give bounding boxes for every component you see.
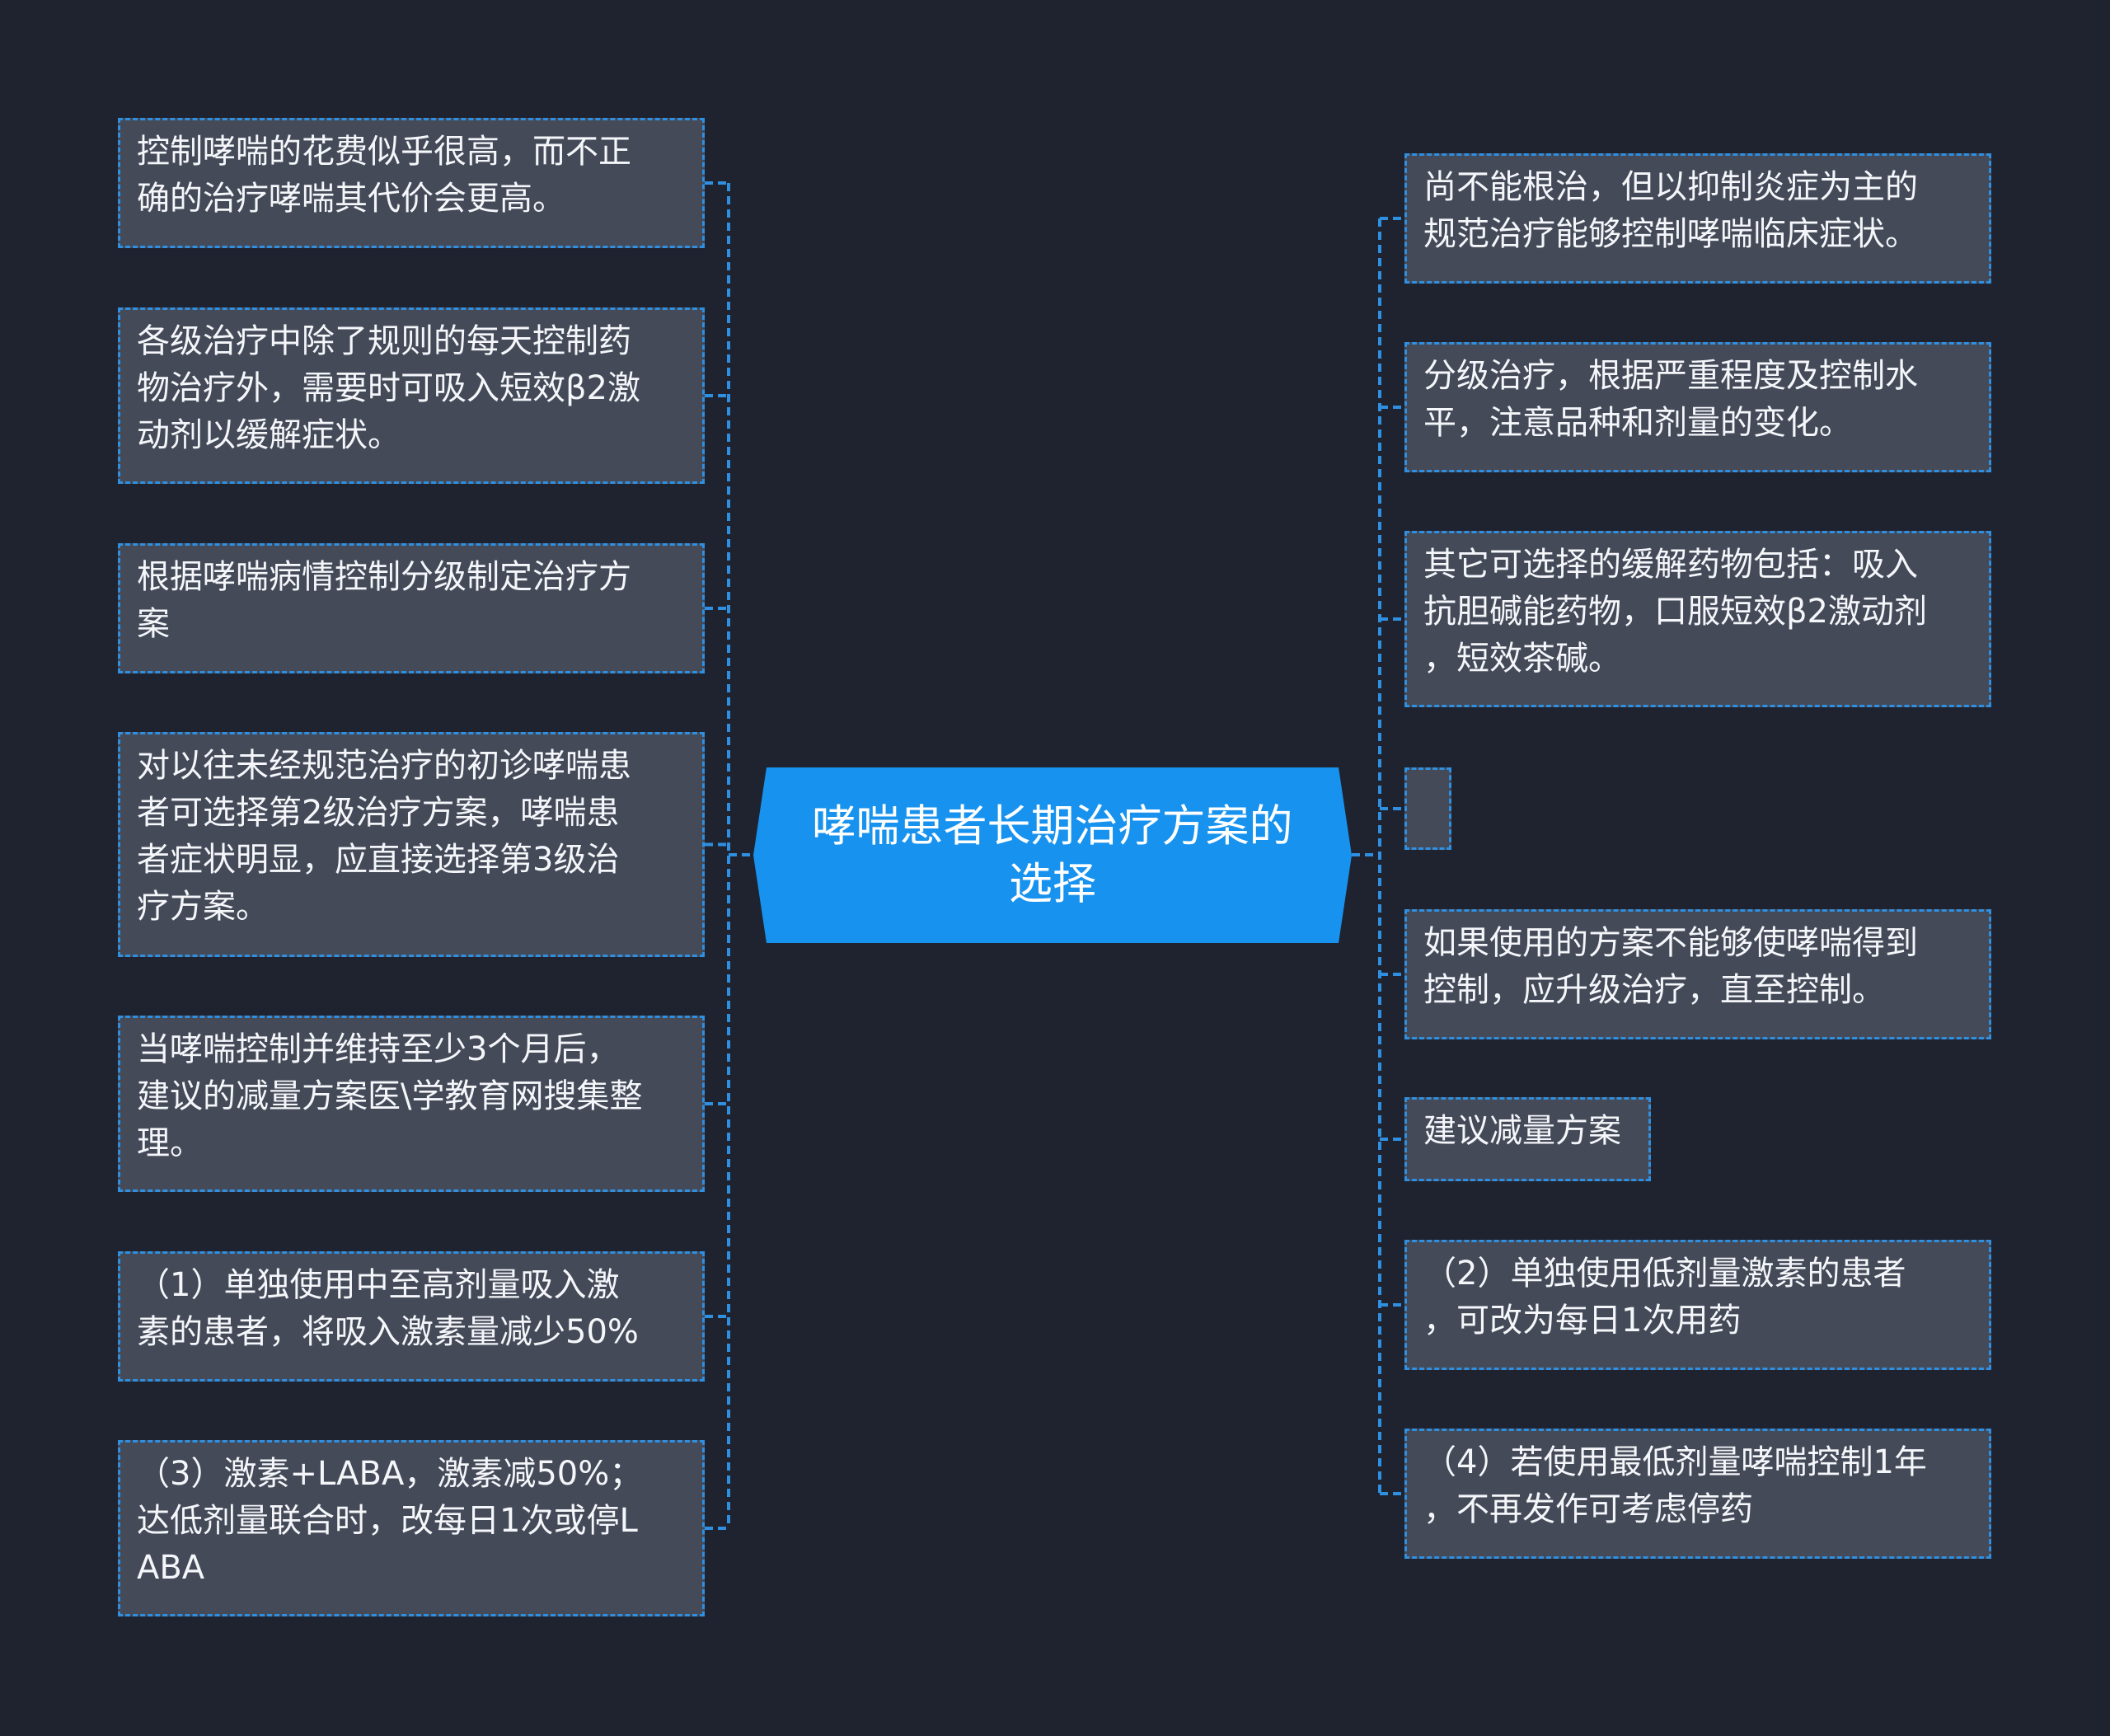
right-node-4-empty[interactable] <box>1404 767 1451 850</box>
right-node-2[interactable]: 分级治疗，根据严重程度及控制水 平，注意品种和剂量的变化。 <box>1404 342 1991 472</box>
left-node-3[interactable]: 根据哮喘病情控制分级制定治疗方 案 <box>118 543 705 673</box>
left-node-6[interactable]: （1）单独使用中至高剂量吸入激 素的患者，将吸入激素量减少50% <box>118 1251 705 1382</box>
left-node-5[interactable]: 当哮喘控制并维持至少3个月后， 建议的减量方案医\学教育网搜集整 理。 <box>118 1016 705 1192</box>
left-node-2[interactable]: 各级治疗中除了规则的每天控制药 物治疗外，需要时可吸入短效β2激 动剂以缓解症状… <box>118 307 705 484</box>
right-node-1[interactable]: 尚不能根治，但以抑制炎症为主的 规范治疗能够控制哮喘临床症状。 <box>1404 153 1991 284</box>
left-node-4[interactable]: 对以往未经规范治疗的初诊哮喘患 者可选择第2级治疗方案，哮喘患 者症状明显，应直… <box>118 732 705 957</box>
central-topic[interactable]: 哮喘患者长期治疗方案的 选择 <box>753 767 1352 943</box>
right-node-8[interactable]: （4）若使用最低剂量哮喘控制1年 ，不再发作可考虑停药 <box>1404 1429 1991 1559</box>
right-node-5[interactable]: 如果使用的方案不能够使哮喘得到 控制，应升级治疗，直至控制。 <box>1404 909 1991 1039</box>
right-node-3[interactable]: 其它可选择的缓解药物包括：吸入 抗胆碱能药物，口服短效β2激动剂 ，短效茶碱。 <box>1404 531 1991 707</box>
left-node-1[interactable]: 控制哮喘的花费似乎很高，而不正 确的治疗哮喘其代价会更高。 <box>118 118 705 248</box>
left-node-7[interactable]: （3）激素+LABA，激素减50%； 达低剂量联合时，改每日1次或停L ABA <box>118 1440 705 1616</box>
right-node-7[interactable]: （2）单独使用低剂量激素的患者 ，可改为每日1次用药 <box>1404 1240 1991 1370</box>
right-node-6[interactable]: 建议减量方案 <box>1404 1097 1651 1181</box>
